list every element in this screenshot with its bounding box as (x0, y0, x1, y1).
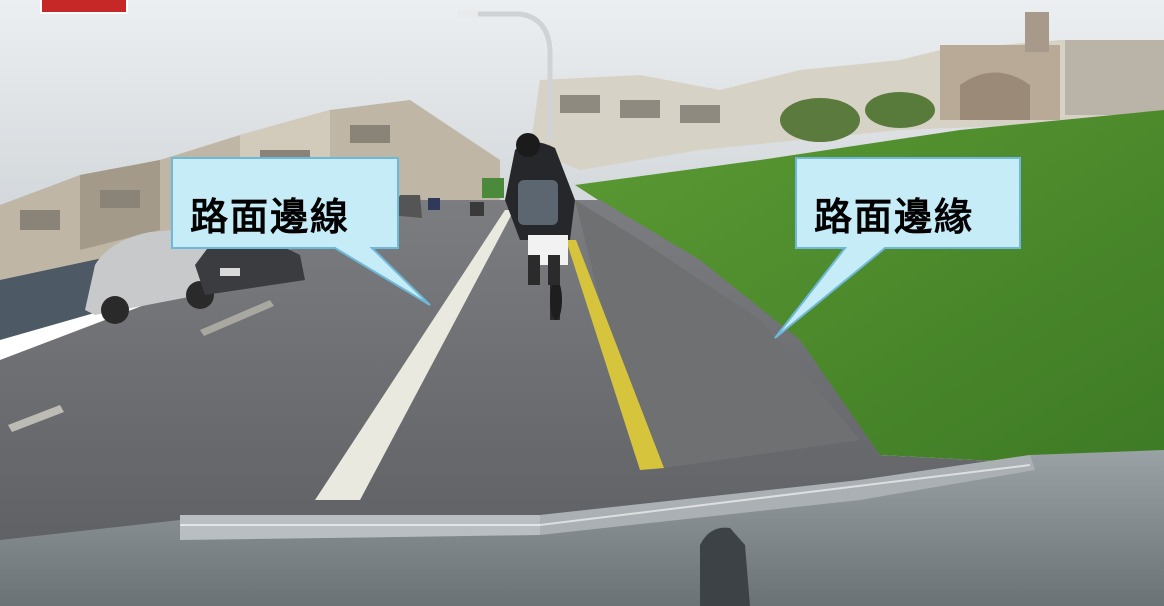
white-lane-line (315, 210, 514, 500)
street-lamp (458, 10, 553, 140)
parked-cars (85, 195, 422, 324)
recording-badge (40, 0, 128, 14)
callout-right-label: 路面邊緣 (814, 195, 975, 239)
callout-left-label: 路面邊線 (190, 195, 351, 239)
car-hood (0, 450, 1164, 606)
yellow-edge-line (566, 240, 664, 470)
road-shoulder (575, 200, 860, 470)
distant-vehicles (428, 178, 504, 216)
right-buildings (530, 12, 1164, 170)
callout-left (171, 157, 431, 306)
left-lane-dashes (8, 300, 274, 432)
cyclist (505, 133, 575, 320)
callout-right (774, 157, 1021, 339)
